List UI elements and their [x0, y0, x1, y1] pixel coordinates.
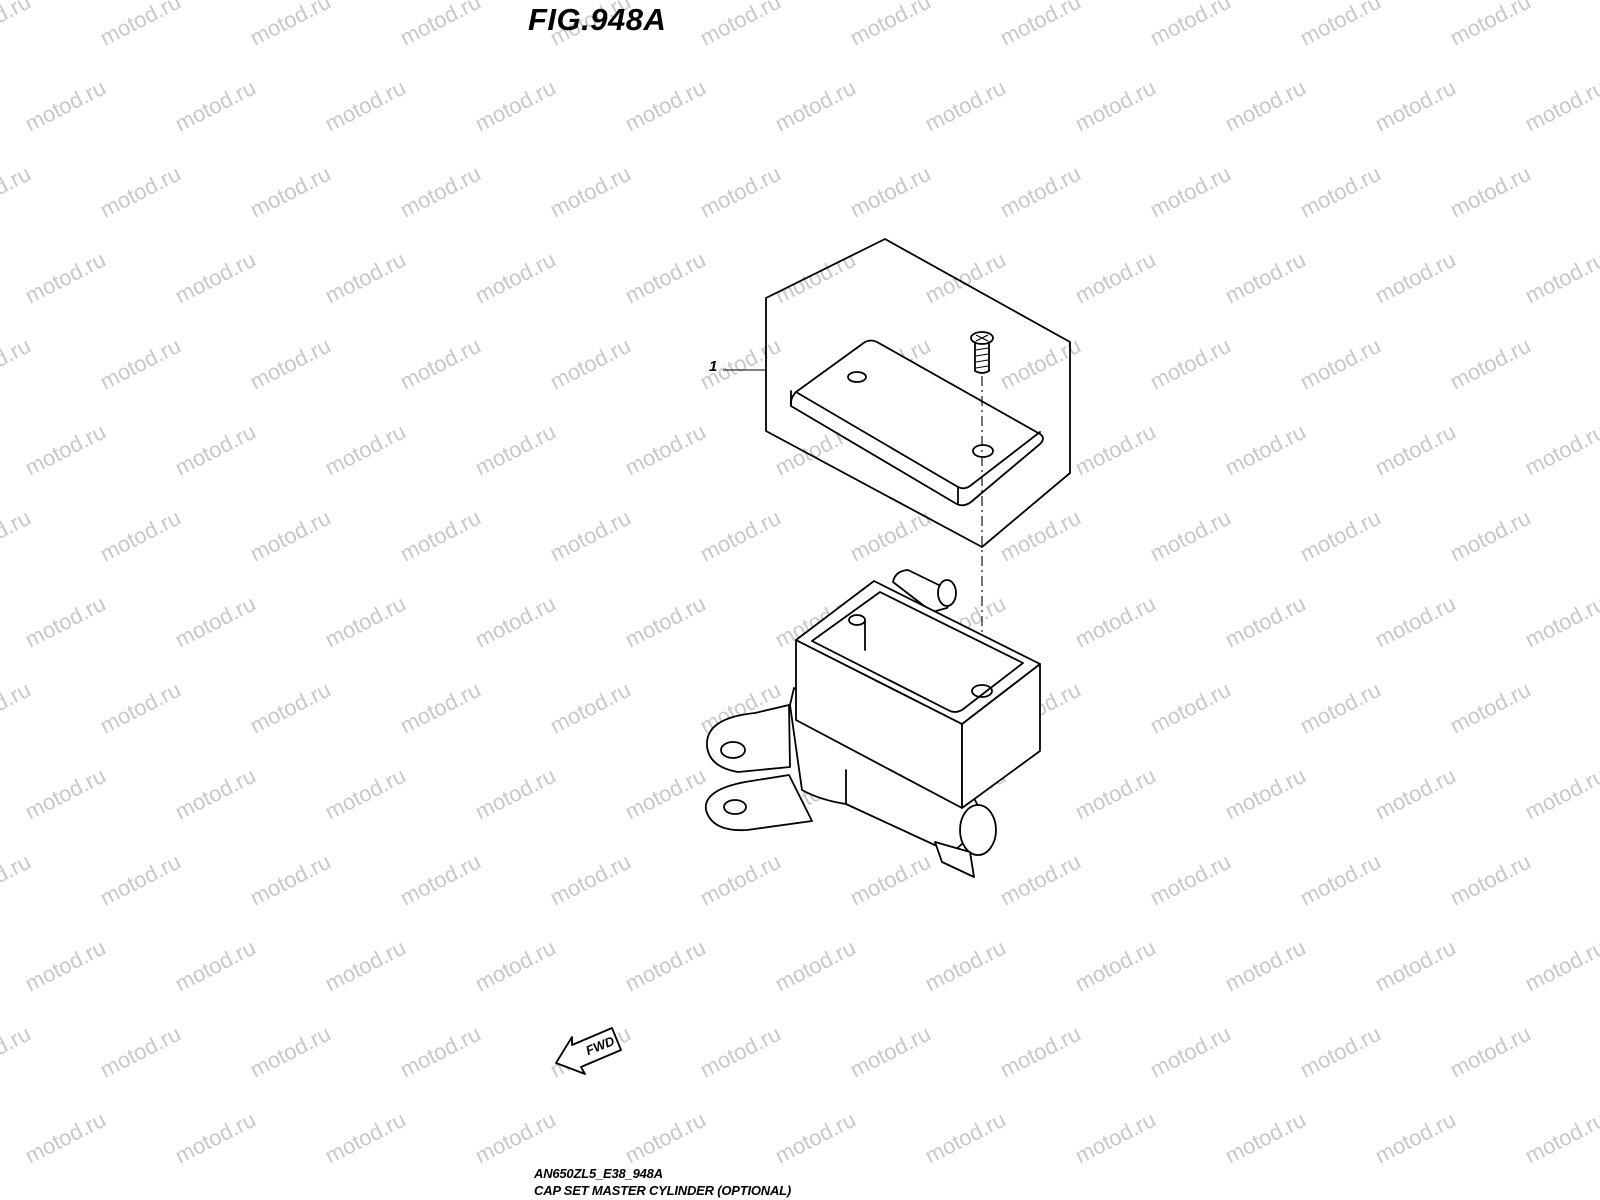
master-cylinder: [705, 569, 1041, 878]
diagram-code: AN650ZL5_E38_948A: [534, 1166, 663, 1181]
diagram-caption: CAP SET MASTER CYLINDER (OPTIONAL): [534, 1183, 792, 1198]
callout-part-1: 1: [709, 358, 718, 375]
fwd-arrow-icon: FWD: [555, 1027, 622, 1075]
kit-boundary: [765, 238, 1071, 548]
figure-title: FIG.948A: [528, 2, 667, 37]
reservoir-cap: [789, 339, 1044, 507]
cap-screw: [970, 331, 994, 374]
